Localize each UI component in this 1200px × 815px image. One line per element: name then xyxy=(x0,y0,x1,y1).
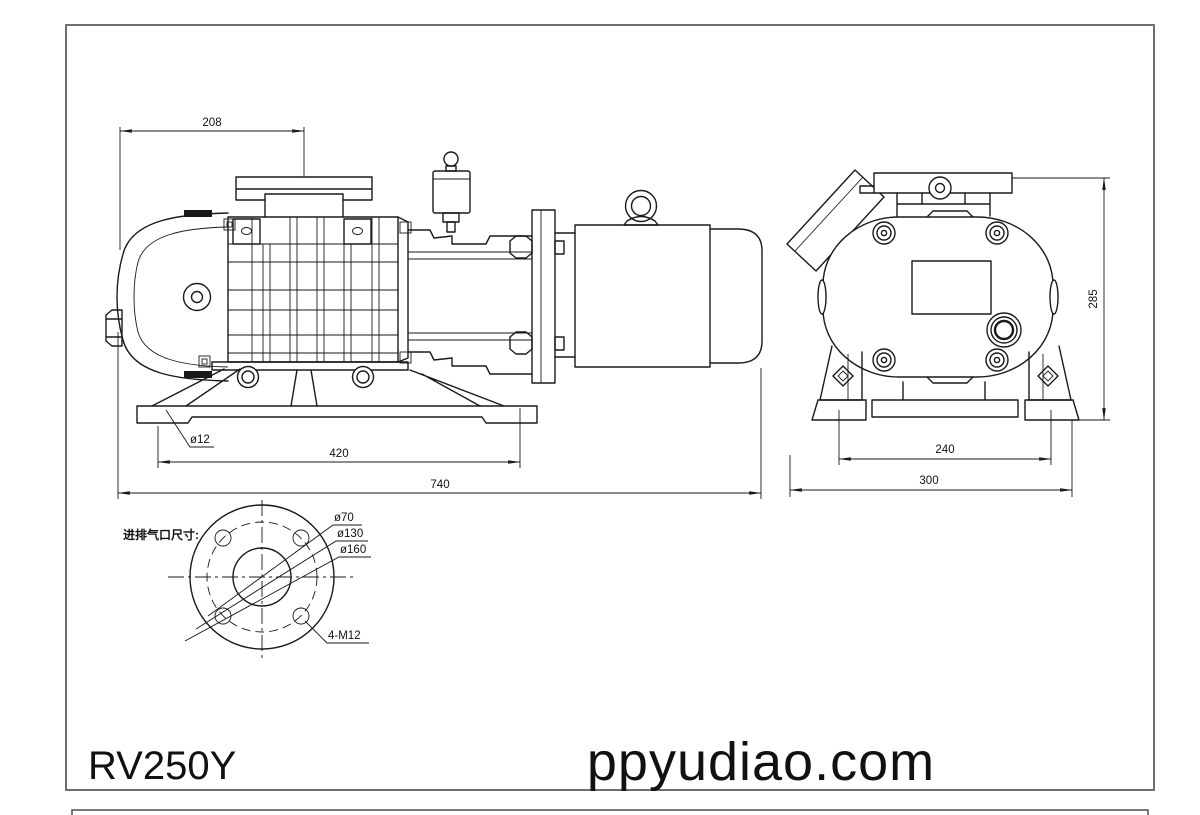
flange-detail-label: 进排气口尺寸: xyxy=(123,527,199,542)
coupling-housing xyxy=(407,209,576,384)
dim-outer-label: ø160 xyxy=(340,544,366,556)
dim-420: 420 xyxy=(157,408,521,468)
dim-bolt-circle-label: ø130 xyxy=(337,528,363,540)
end-feet xyxy=(811,345,1080,421)
flange-bolt-hole xyxy=(292,607,310,625)
side-view: 208 ø12 420 740 xyxy=(105,117,763,499)
sheet-frame xyxy=(65,24,1155,815)
dim-240: 240 xyxy=(838,410,1052,465)
watermark-text: ppyudiao.com xyxy=(587,732,935,792)
dim-420-label: 420 xyxy=(329,448,348,460)
housing-bolt xyxy=(872,221,896,245)
dim-bore-label: ø70 xyxy=(334,512,354,524)
flange-detail: 进排气口尺寸: ø70 ø130 ø160 4-M12 xyxy=(123,500,371,658)
dim-285-label: 285 xyxy=(1088,289,1100,308)
housing-bolt xyxy=(985,221,1009,245)
nameplate xyxy=(911,260,992,315)
dim-hole-label: ø12 xyxy=(190,434,210,446)
model-label: RV250Y xyxy=(88,744,236,788)
pump-ribbed-body xyxy=(211,216,412,371)
dim-285: 285 xyxy=(1012,177,1110,421)
leader-bolt-circle: ø130 xyxy=(195,528,368,630)
footer: RV250Y ppyudiao.com xyxy=(88,732,935,792)
eye-bolt xyxy=(623,189,659,226)
dim-300-label: 300 xyxy=(919,475,938,487)
leader-outer: ø160 xyxy=(184,544,371,642)
dim-hole-12: ø12 xyxy=(165,409,214,448)
dim-208-label: 208 xyxy=(202,117,221,129)
inlet-flange-angled xyxy=(786,169,885,272)
pump-top-flange xyxy=(235,176,373,218)
housing-bolt xyxy=(872,348,896,372)
sight-glass xyxy=(986,312,1022,348)
pump-left-cover xyxy=(105,210,236,382)
dim-740-label: 740 xyxy=(430,479,449,491)
housing-bolt xyxy=(985,348,1009,372)
dim-bolt-spec-label: 4-M12 xyxy=(328,630,361,642)
oil-cup xyxy=(432,151,471,233)
dim-240-label: 240 xyxy=(935,444,954,456)
motor xyxy=(574,224,763,368)
leader-bore: ø70 xyxy=(207,512,362,617)
dim-740: 740 xyxy=(117,332,762,499)
end-view: 285 240 300 xyxy=(786,169,1110,497)
flange-bolt-hole xyxy=(214,529,232,547)
leader-bolt-spec: 4-M12 xyxy=(304,620,369,644)
end-housing xyxy=(817,210,1059,384)
dim-300: 300 xyxy=(789,420,1073,497)
flange-centerlines xyxy=(168,500,353,658)
dim-208: 208 xyxy=(119,117,305,250)
flange-bolt-hole xyxy=(292,529,310,547)
base-plate xyxy=(136,365,538,424)
end-top-plate xyxy=(859,172,1013,217)
